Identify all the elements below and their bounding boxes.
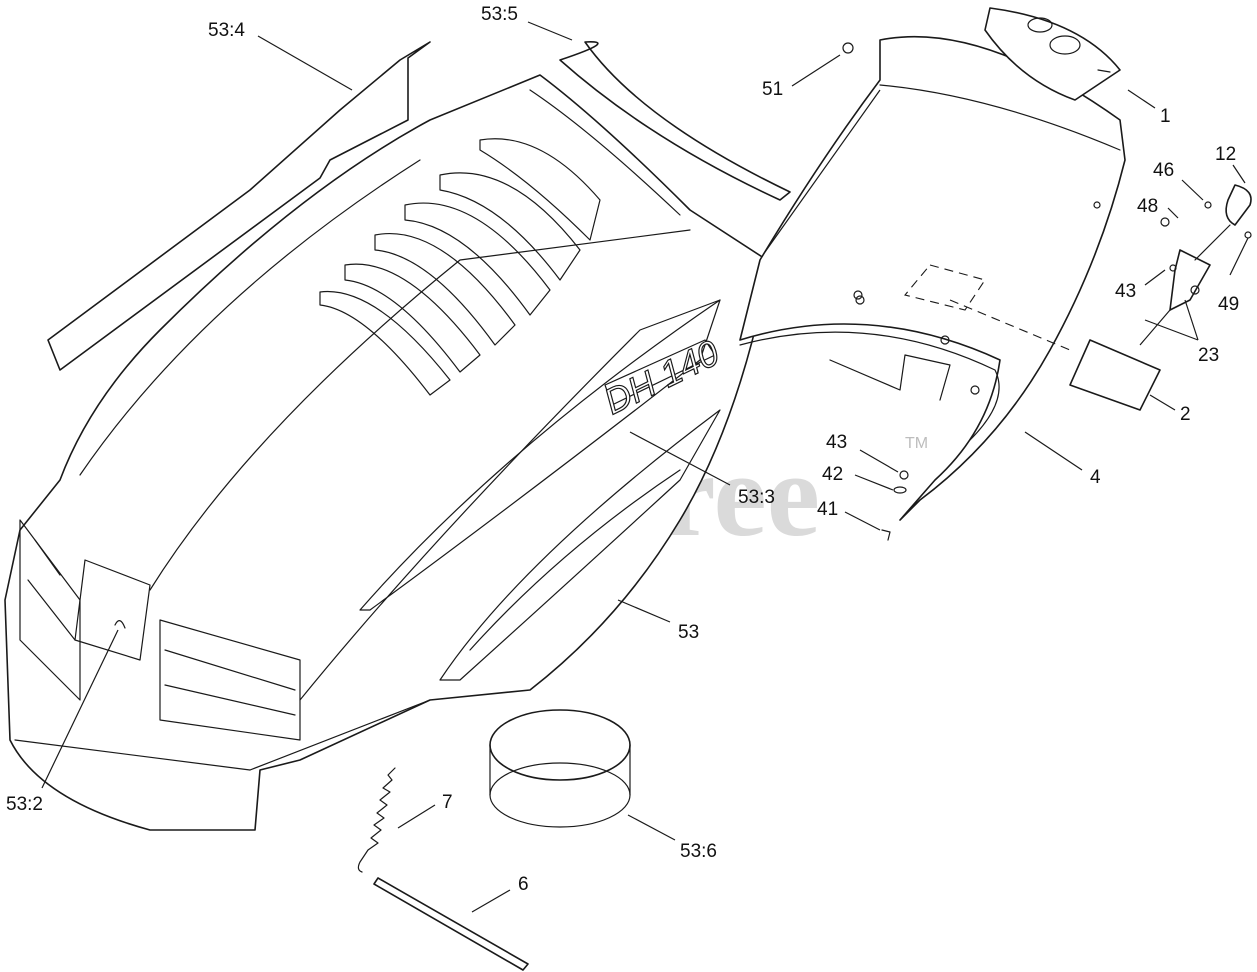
leader-lines <box>41 21 1249 913</box>
callout-labels: 53:4 53:5 51 1 12 46 48 43 49 23 2 4 43 … <box>6 4 1239 895</box>
callout-12[interactable]: 12 <box>1215 144 1236 165</box>
watermark-trademark: TM <box>905 435 928 452</box>
part-4-dash-panel[interactable] <box>739 35 1126 521</box>
part-7-spring[interactable] <box>357 767 396 873</box>
callout-53[interactable]: 53 <box>678 622 699 643</box>
callout-42[interactable]: 42 <box>822 464 843 485</box>
callout-6[interactable]: 6 <box>518 874 529 895</box>
callout-53-3[interactable]: 53:3 <box>738 487 775 508</box>
callout-51[interactable]: 51 <box>762 79 783 100</box>
part-hardware <box>842 42 1252 541</box>
part-12-knob[interactable] <box>1194 184 1252 261</box>
callout-48[interactable]: 48 <box>1137 196 1158 217</box>
part-2-label[interactable] <box>1069 339 1161 411</box>
callout-53-4[interactable]: 53:4 <box>208 20 245 41</box>
part-6-rod[interactable] <box>373 877 529 971</box>
part-53-6-band[interactable] <box>489 709 631 828</box>
callout-1[interactable]: 1 <box>1160 106 1171 127</box>
part-53-hood[interactable]: DH 140 <box>4 74 771 831</box>
callout-4[interactable]: 4 <box>1090 467 1101 488</box>
part-53-5-trim[interactable] <box>559 41 791 201</box>
callout-53-5[interactable]: 53:5 <box>481 4 518 25</box>
callout-7[interactable]: 7 <box>442 792 453 813</box>
callout-43-upper[interactable]: 43 <box>1115 281 1136 302</box>
callout-41[interactable]: 41 <box>817 499 838 520</box>
callout-43-lower[interactable]: 43 <box>826 432 847 453</box>
callout-46[interactable]: 46 <box>1153 160 1174 181</box>
callout-53-6[interactable]: 53:6 <box>680 841 717 862</box>
callout-2[interactable]: 2 <box>1180 404 1191 425</box>
callout-23[interactable]: 23 <box>1198 345 1219 366</box>
callout-49[interactable]: 49 <box>1218 294 1239 315</box>
part-53-4-decal[interactable] <box>47 41 431 371</box>
callout-53-2[interactable]: 53:2 <box>6 794 43 815</box>
part-1-cover[interactable] <box>984 7 1121 101</box>
part-23-bracket[interactable] <box>1169 249 1211 311</box>
